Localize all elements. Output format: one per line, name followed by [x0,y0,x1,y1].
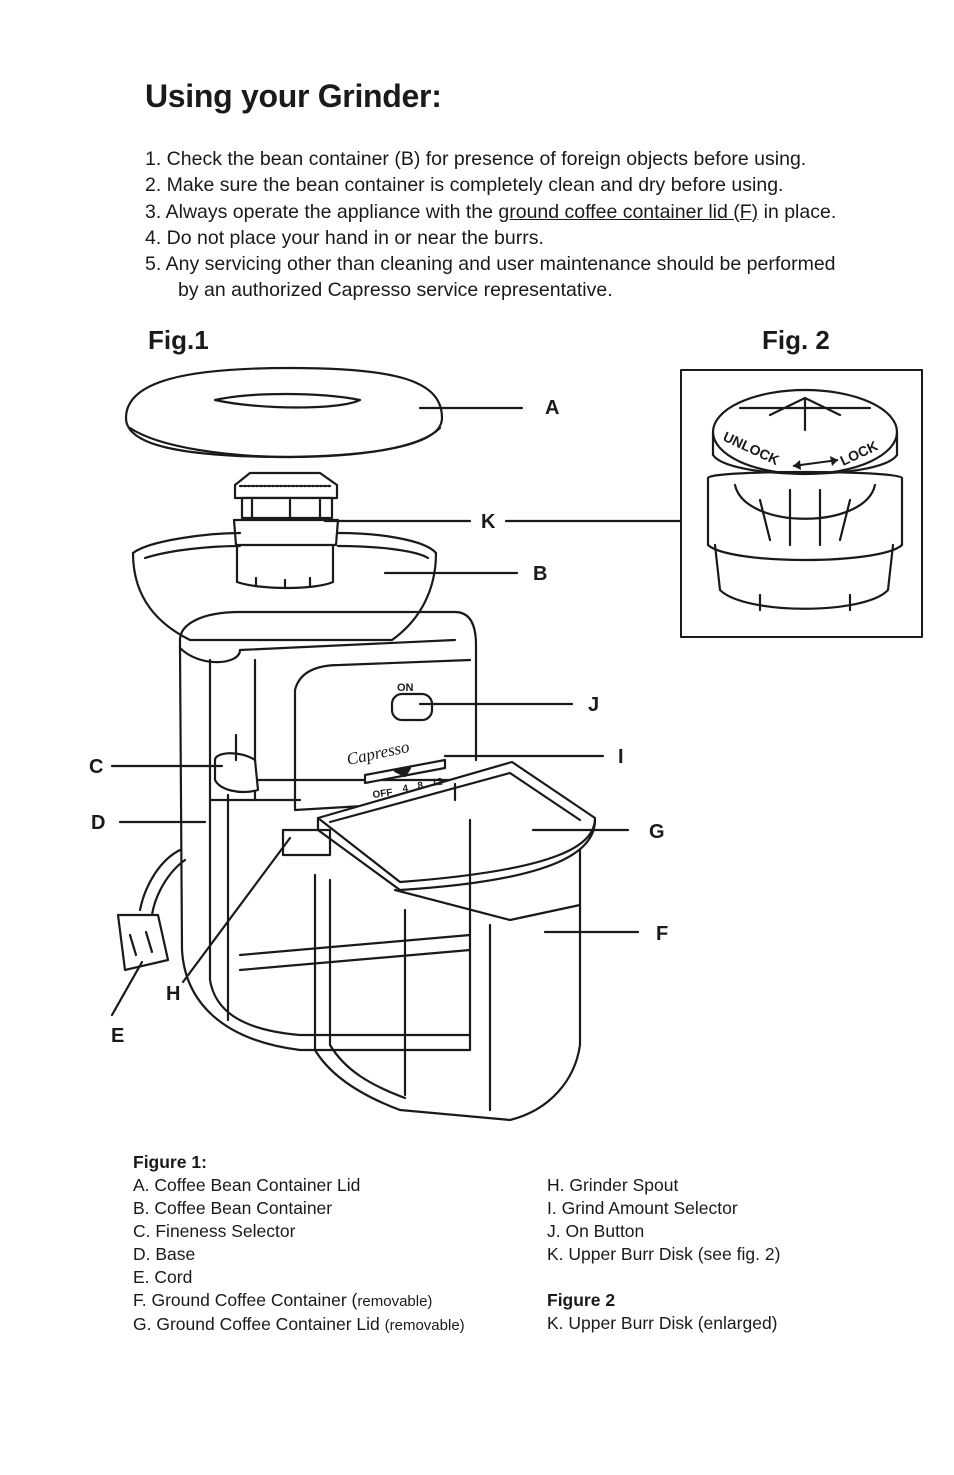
upper-burr-disk-fig1 [232,471,340,590]
legend-item: D. Base [133,1244,196,1264]
legend-item: I. Grind Amount Selector [547,1198,738,1218]
dial-12: 12 [431,776,444,789]
fig1-label: Fig.1 [148,325,209,355]
legend-item: H. Grinder Spout [547,1175,679,1195]
instruction-step: 1. Check the bean container (B) for pres… [145,148,807,170]
brand-logo: Capresso [345,737,411,769]
legend-item-note: removable) [357,1293,433,1310]
legend-item: A. Coffee Bean Container Lid [133,1175,361,1195]
step-text: 3. Always operate the appliance with the [145,200,499,223]
ground-coffee-container [238,818,582,1122]
dial-4: 4 [402,783,409,795]
fig2-frame [680,369,923,638]
fig2-label: Fig. 2 [762,325,830,355]
callout-h: H [166,983,180,1005]
bean-container-lid [124,366,444,459]
grinder-diagram: A K B J I C G D F H E ON Capresso OFF 4 … [89,366,923,1122]
callout-g: G [649,821,665,843]
legend-item: C. Fineness Selector [133,1221,296,1241]
on-button [390,692,434,722]
callout-e: E [111,1025,124,1047]
legend-item: B. Coffee Bean Container [133,1198,333,1218]
legend-figure1-continued: H. Grinder Spout I. Grind Amount Selecto… [547,1174,780,1335]
instruction-step: 2. Make sure the bean container is compl… [145,174,784,197]
legend-item: G. Ground Coffee Container Lid (removabl… [133,1313,465,1337]
callout-labels: A K B J I C G D F H E [89,397,668,1047]
instruction-step: 5. Any servicing other than cleaning and… [145,253,836,276]
legend-heading: Figure 1: [133,1152,207,1172]
legend-item-text: G. Ground Coffee Container Lid [133,1314,385,1334]
legend-item: K. Upper Burr Disk (enlarged) [547,1313,778,1333]
callout-a: A [545,397,559,419]
legend-item-note: (removable) [384,1317,465,1334]
callout-c: C [89,756,103,778]
legend-spacer [547,1266,780,1289]
instruction-list: 1. Check the bean container (B) for pres… [145,146,935,304]
legend-figure1: Figure 1: A. Coffee Bean Container Lid B… [133,1151,465,1337]
page-title: Using your Grinder: [145,78,442,114]
instruction-step: 4. Do not place your hand in or near the… [145,226,544,249]
power-cord [116,848,187,972]
ground-coffee-container-lid [316,760,597,892]
callout-d: D [91,812,105,834]
legend-item: E. Cord [133,1267,193,1287]
underlined-reference: ground coffee container lid (F) [498,200,759,223]
legend-item: K. Upper Burr Disk (see fig. 2) [547,1244,781,1264]
dial-8: 8 [417,780,424,792]
legend-heading-fig2: Figure 2 [547,1290,616,1310]
instruction-step-continued: by an authorized Capresso service repres… [178,279,613,302]
leader-lines [110,406,683,1017]
callout-k: K [481,511,496,533]
instruction-step: 3. Always operate the appliance with the… [145,199,935,225]
bean-container [131,531,438,642]
legend-item: F. Ground Coffee Container (removable) [133,1289,465,1313]
on-label: ON [397,682,414,694]
upper-burr-disk-fig2 [706,388,904,612]
step-text: in place. [758,200,837,223]
callout-j: J [588,694,599,716]
legend-item-text: F. Ground Coffee Container ( [133,1290,358,1310]
callout-f: F [656,923,668,945]
callout-b: B [533,563,547,585]
dial-off: OFF [372,787,393,801]
grind-amount-selector [363,758,447,785]
callout-i: I [618,746,624,768]
fineness-selector [213,733,260,794]
legend-item: J. On Button [547,1221,645,1241]
